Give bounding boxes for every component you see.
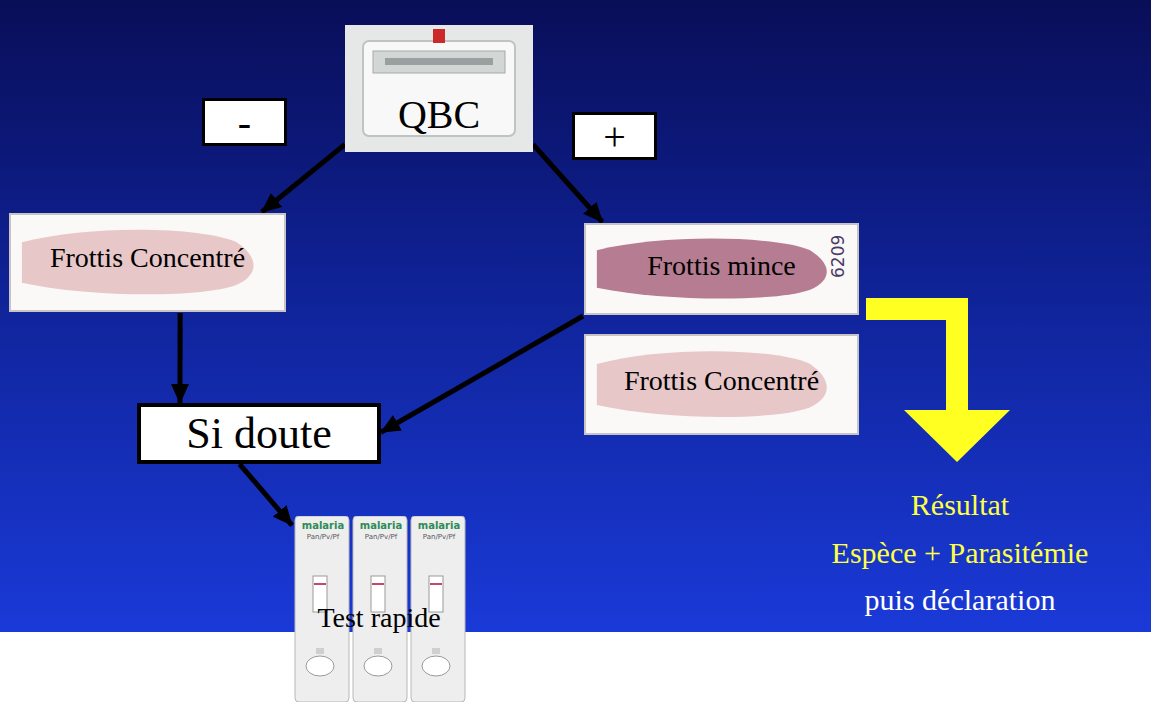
tube — [385, 58, 493, 65]
sample-well — [364, 656, 392, 676]
edge-label: + — [603, 113, 626, 160]
brand-text: malaria — [354, 520, 408, 531]
node-text: QBC — [398, 91, 480, 138]
qbc-device: QBC — [345, 25, 533, 152]
node-text: Frottis mince — [647, 250, 796, 282]
sample-well — [306, 656, 334, 676]
slide-box: Frottis mince — [583, 222, 860, 316]
slide-glass — [585, 224, 858, 314]
edge-label: - — [238, 99, 251, 146]
smear-film — [22, 230, 254, 295]
result-arrow — [866, 298, 1010, 462]
blood-smear — [585, 224, 858, 314]
smear-film — [597, 239, 827, 299]
blood-smear — [585, 335, 858, 434]
result-detail: Espèce + Parasitémie — [780, 536, 1140, 570]
tube-slot — [373, 51, 505, 73]
edge-label-box: + — [572, 112, 657, 160]
test-type: Pan/Pv/Pf — [354, 533, 408, 541]
tube-cap — [433, 29, 445, 43]
node-text: Si doute — [186, 408, 331, 459]
node-text: Test rapide — [317, 602, 440, 634]
decision-box: Si doute — [137, 403, 381, 464]
control-band — [430, 583, 442, 585]
slide-box: Frottis Concentré — [8, 212, 287, 313]
slide-glass — [10, 214, 285, 311]
arrow-connector — [262, 144, 345, 212]
buffer-mark — [432, 648, 440, 654]
buffer-mark — [316, 648, 324, 654]
control-band — [372, 583, 384, 585]
brand-text: malaria — [412, 520, 466, 531]
arrow-connector — [177, 313, 182, 403]
buffer-mark — [374, 648, 382, 654]
photo-ground — [345, 25, 533, 152]
node-text: Frottis Concentré — [624, 365, 819, 397]
arrow-connector — [381, 316, 583, 432]
blood-smear — [10, 214, 285, 311]
slide-number: 6209 — [828, 235, 848, 278]
node-text: Frottis Concentré — [50, 242, 245, 274]
smear-film — [597, 351, 827, 417]
edge-label-box: - — [202, 98, 287, 146]
result-note: puis déclaration — [780, 583, 1140, 617]
arrow-connector — [239, 464, 292, 525]
test-type: Pan/Pv/Pf — [296, 533, 350, 541]
rapid-test: Test rapide — [292, 516, 466, 702]
control-band — [314, 583, 326, 585]
test-type: Pan/Pv/Pf — [412, 533, 466, 541]
sample-well — [422, 656, 450, 676]
result-heading: Résultat — [780, 488, 1140, 522]
brand-text: malaria — [296, 520, 350, 531]
slide-box: Frottis Concentré — [583, 333, 860, 436]
slide-glass — [585, 335, 858, 434]
